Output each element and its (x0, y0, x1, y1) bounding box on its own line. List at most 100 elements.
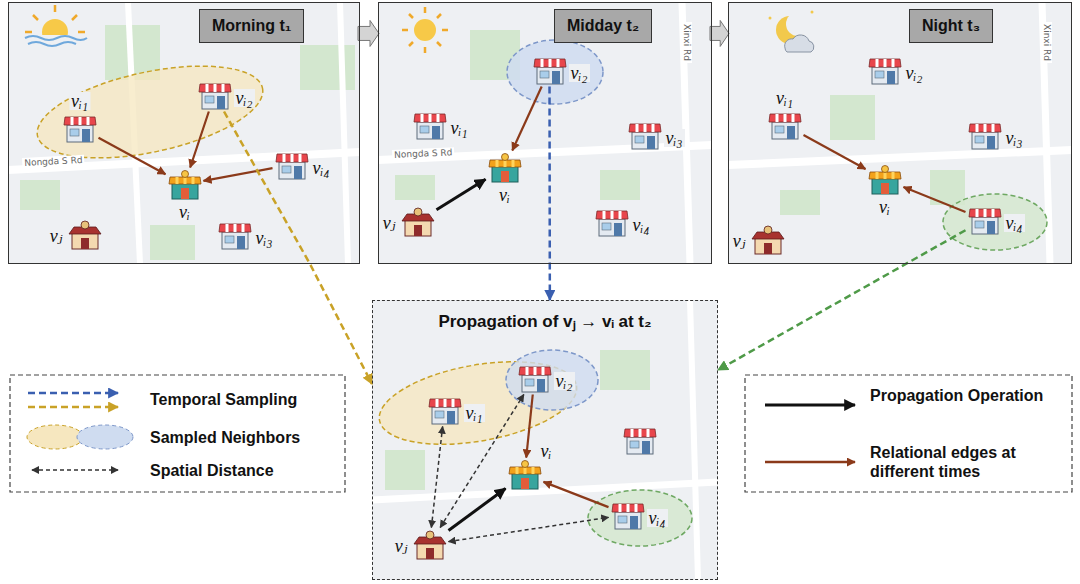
target-store: vᵢ (508, 460, 542, 490)
node-label: vᵢ (877, 198, 892, 216)
panel-title: Midday t₂ (554, 9, 652, 43)
brown-connector (99, 138, 166, 174)
map-morning (8, 2, 360, 264)
node-label: vⱼ (393, 537, 410, 555)
map-night (830, 95, 875, 140)
shop-store: vᵢ₄ (611, 500, 645, 530)
store-icon (168, 170, 202, 200)
target-store: vᵢ (868, 165, 902, 195)
store-icon (968, 205, 1002, 235)
map-night (728, 2, 1072, 264)
map-midday (378, 2, 712, 264)
brown-connector (190, 112, 209, 168)
legend-sample (77, 425, 133, 449)
moon-icon (769, 17, 772, 20)
store-icon (768, 110, 802, 140)
store-icon (68, 220, 102, 250)
time-arrow (358, 20, 379, 46)
store-icon (275, 150, 309, 180)
map-morning (8, 2, 360, 264)
node-label: vᵢ₁ (69, 92, 90, 110)
moon-icon (785, 35, 814, 52)
source-store: vⱼ (751, 225, 785, 255)
panel-title: Morning t₁ (199, 9, 304, 43)
legend-text: Temporal Sampling (150, 390, 297, 409)
time-panel: Propagation of vⱼ → vᵢ at t₂vᵢ₁vᵢ₂vᵢ₄vᵢv… (372, 300, 718, 580)
legend-sample (765, 461, 855, 464)
dash-connector (449, 517, 609, 541)
road-name: Xinxi Rd (1041, 22, 1052, 63)
node-label: vᵢ (177, 203, 192, 221)
map-night (728, 150, 1072, 165)
store-icon (868, 165, 902, 195)
legend-box (10, 375, 345, 492)
shop-store: vᵢ₂ (518, 363, 552, 393)
brown-connector (904, 187, 966, 212)
legend-sample (28, 406, 118, 409)
node-label: vᵢ (539, 442, 554, 460)
legend-sample (28, 392, 118, 395)
shop-store: vᵢ₄ (968, 205, 1002, 235)
dash-connector (431, 427, 442, 528)
store-icon (413, 530, 447, 560)
map-midday (378, 145, 712, 160)
map-morning (340, 2, 348, 264)
time-panel: Morning t₁ vᵢ₁ vᵢ₂ vᵢ₃ vᵢ₄ vᵢ vⱼ (8, 2, 360, 264)
sunrise-icon (25, 36, 87, 46)
map-propagation (385, 450, 425, 490)
map-propagation (600, 350, 650, 390)
shop-store: vᵢ₁ (413, 110, 447, 140)
map-midday (395, 175, 435, 200)
legend-text: Sampled Neighbors (150, 428, 300, 447)
node-label: vᵢ₁ (774, 89, 795, 107)
shop-store: vᵢ₁ (768, 110, 802, 140)
black-connector (449, 489, 506, 531)
shop-store: vᵢ₃ (218, 220, 252, 250)
shop-store: vᵢ₁ (428, 395, 462, 425)
blue-connector (548, 87, 551, 301)
store-icon (611, 500, 645, 530)
brown-connector (544, 482, 609, 507)
store-icon (533, 55, 567, 85)
shop-store: vᵢ₂ (198, 80, 232, 110)
target-store: vᵢ (168, 170, 202, 200)
store-icon (751, 225, 785, 255)
store-icon (428, 395, 462, 425)
sunrise-icon (25, 5, 85, 32)
map-morning (300, 45, 355, 90)
shop-icon (624, 429, 656, 454)
store-icon (218, 220, 252, 250)
store-icon (968, 120, 1002, 150)
legend-text: Spatial Distance (150, 461, 274, 480)
legend-box (745, 375, 1072, 492)
sun-icon (414, 19, 436, 41)
shop-store: vᵢ₂ (868, 55, 902, 85)
shop-store: vᵢ₄ (595, 207, 629, 237)
black-connector (437, 179, 486, 209)
store-icon (595, 207, 629, 237)
brown-connector (804, 135, 866, 169)
store-icon (518, 363, 552, 393)
node-label: vᵢ₄ (311, 159, 332, 177)
map-night (728, 2, 1072, 264)
node-label: vⱼ (48, 227, 65, 245)
road-name: Nongda S Rd (392, 147, 455, 161)
brown-connector (526, 395, 532, 458)
node-label: vᵢ₂ (554, 372, 575, 390)
sunrise-icon (25, 5, 87, 47)
source-store: vⱼ (68, 220, 102, 250)
sampled-ellipse (507, 40, 603, 104)
sunrise-icon (25, 35, 87, 47)
map-morning (20, 180, 60, 210)
store-icon (488, 153, 522, 183)
legend-text: Relational edges at different times (870, 443, 1055, 481)
node-label: vᵢ₄ (631, 216, 652, 234)
node-label: vⱼ (381, 214, 398, 232)
store-icon (508, 460, 542, 490)
shop-store: vᵢ₂ (533, 55, 567, 85)
moon-icon (769, 11, 814, 53)
store-icon (401, 207, 435, 237)
map-midday (600, 170, 640, 200)
shop-store: vᵢ₃ (628, 120, 662, 150)
